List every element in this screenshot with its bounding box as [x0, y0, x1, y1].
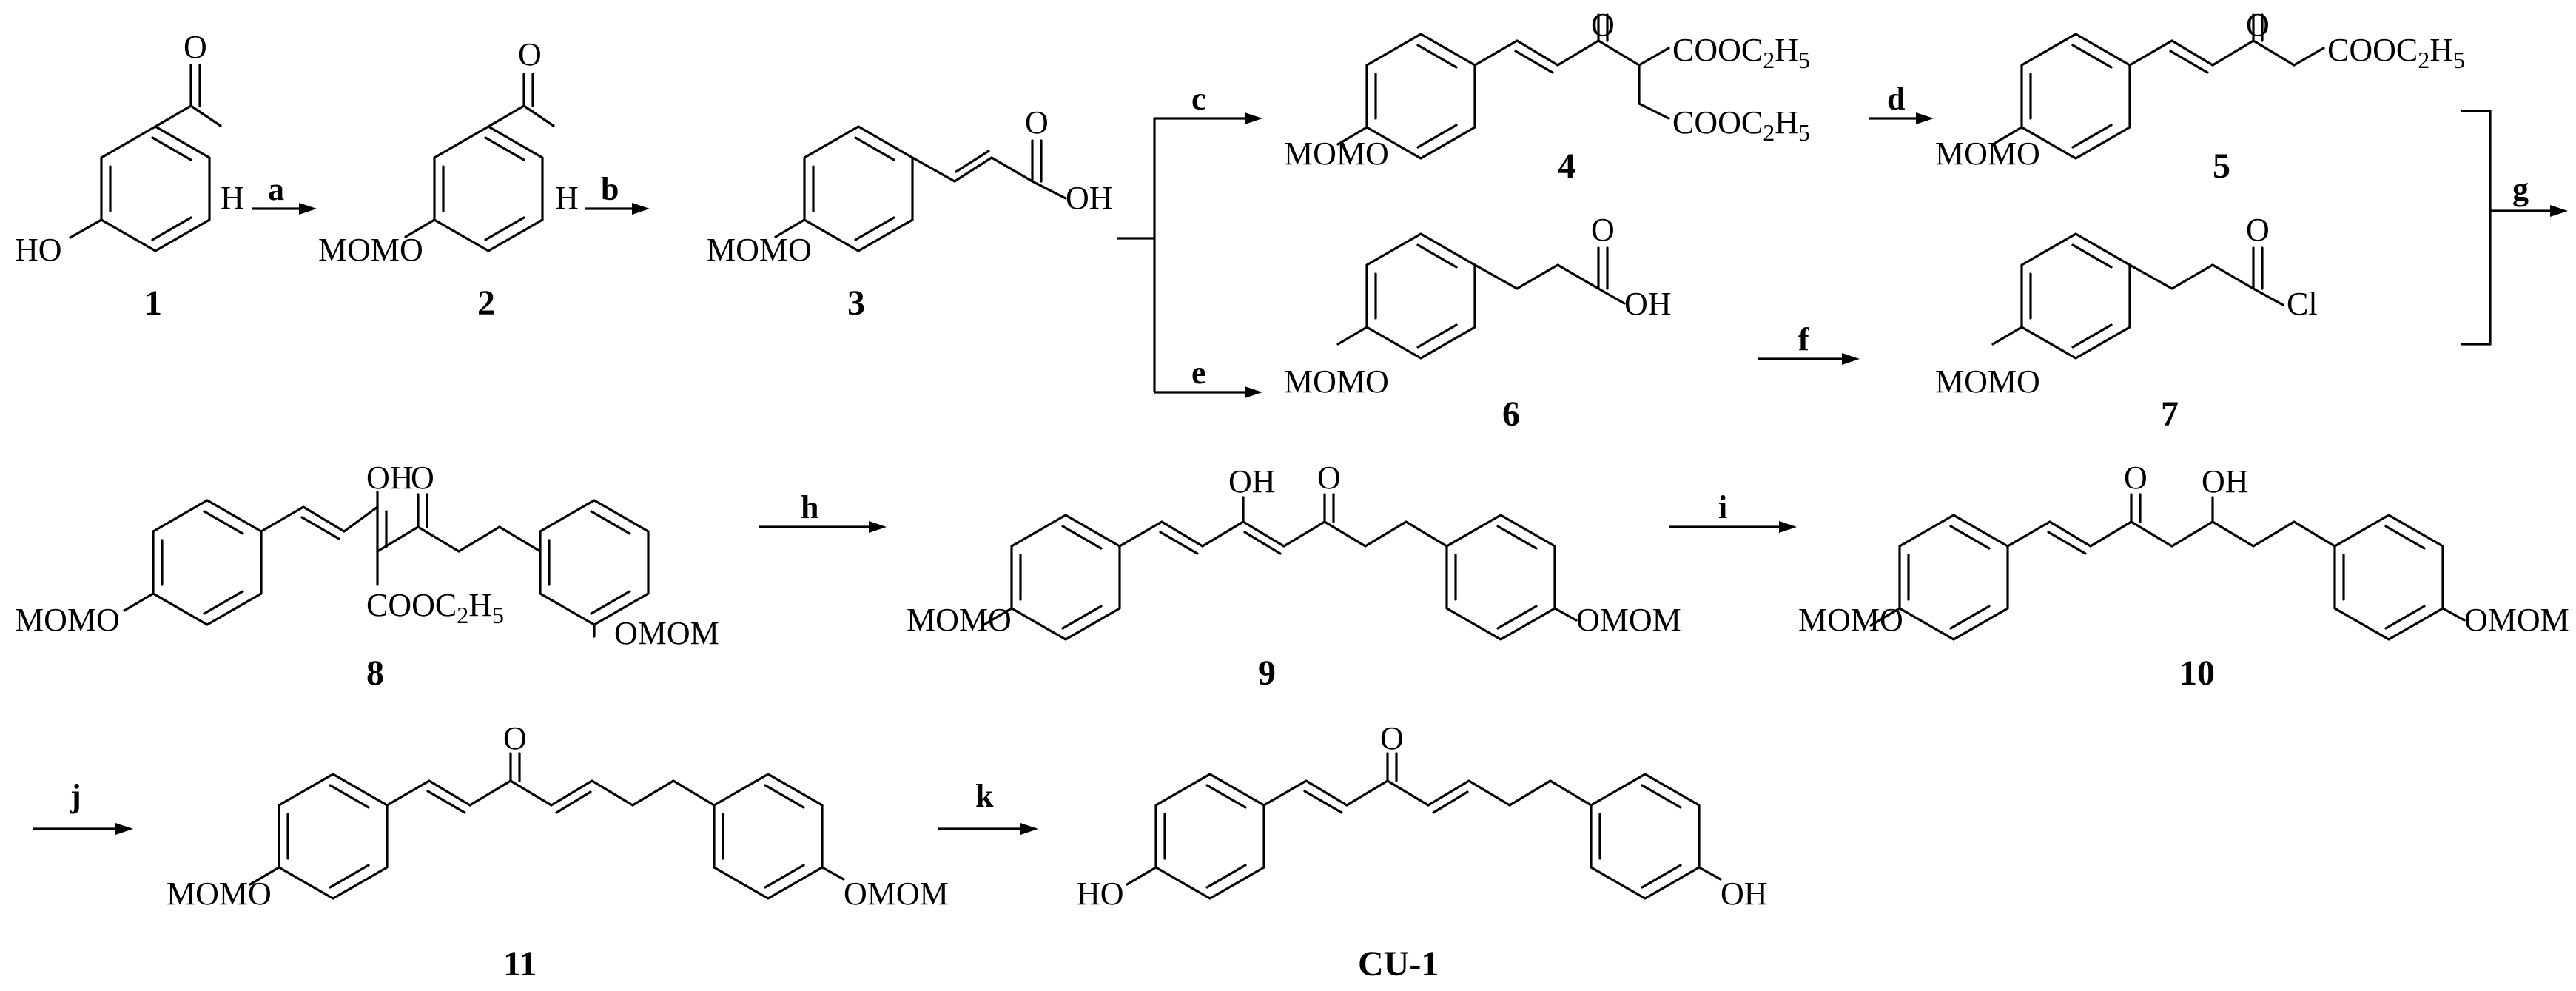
- compound-4: MOMO O COOC2H5 COOC2H5 4: [1284, 7, 1810, 186]
- ester-label: COOC2H5: [2327, 32, 2465, 73]
- compound-7: MOMO O Cl 7: [1935, 212, 2318, 434]
- reagent-label-c: c: [1191, 81, 1206, 117]
- compound-label: 9: [1258, 654, 1276, 693]
- hydroxyl-label: OH: [366, 460, 414, 496]
- step-i: i: [1669, 489, 1797, 533]
- reagent-label: k: [975, 778, 994, 814]
- oxygen-label: O: [1025, 104, 1049, 141]
- step-f: f: [1758, 321, 1860, 365]
- oxygen-label: O: [2246, 212, 2270, 248]
- mom-ether-label: MOMO: [1798, 602, 1903, 638]
- hydroxyl-label: OH: [1228, 463, 1276, 500]
- compound-label: 10: [2179, 654, 2215, 693]
- mom-ether-label: OMOM: [614, 615, 719, 651]
- oxygen-label: O: [1317, 460, 1341, 496]
- compound-label: 3: [847, 283, 865, 323]
- step-g: g: [2461, 110, 2568, 346]
- compound-10: MOMO O OH OMOM 10: [1798, 460, 2569, 693]
- compound-label: 4: [1558, 147, 1575, 186]
- branch-arrows: c e: [1117, 81, 1262, 398]
- oxygen-label: O: [184, 29, 207, 65]
- mom-ether-label: MOMO: [1284, 135, 1389, 172]
- chlorine-label: Cl: [2287, 286, 2318, 322]
- reagent-label: a: [268, 171, 284, 207]
- mom-ether-label: OMOM: [844, 876, 949, 912]
- compound-11: MOMO O OMOM 11: [167, 720, 949, 984]
- compound-label: 6: [1502, 394, 1520, 434]
- hydroxyl-label: OH: [1624, 286, 1672, 322]
- oxygen-label: O: [2124, 460, 2148, 496]
- step-b: b: [585, 171, 650, 215]
- step-j: j: [33, 778, 133, 835]
- mom-ether-label: OMOM: [1576, 602, 1681, 638]
- ester-label: COOC2H5: [1672, 32, 1810, 73]
- reagent-label: g: [2512, 171, 2529, 207]
- mom-ether-label: MOMO: [15, 602, 120, 638]
- ester-label: COOC2H5: [1672, 104, 1810, 146]
- mom-ether-label: OMOM: [2464, 602, 2569, 638]
- reagent-label: h: [801, 489, 818, 525]
- mom-ether-label: MOMO: [1935, 135, 2040, 172]
- reagent-label: b: [601, 171, 619, 207]
- mom-ether-label: MOMO: [167, 876, 272, 912]
- step-k: k: [938, 778, 1038, 835]
- compound-6: MOMO O OH 6: [1284, 212, 1672, 434]
- reagent-label: i: [1718, 489, 1727, 525]
- oxygen-label: O: [1380, 720, 1404, 756]
- oxygen-label: O: [1591, 212, 1615, 248]
- mom-ether-label: MOMO: [907, 602, 1012, 638]
- reagent-label: f: [1798, 321, 1810, 357]
- mom-ether-label: MOMO: [1935, 363, 2040, 400]
- oxygen-label: O: [503, 720, 527, 756]
- reagent-label-e: e: [1191, 355, 1206, 391]
- oxygen-label: O: [2246, 7, 2270, 43]
- hydroxyl-label: OH: [1721, 876, 1768, 912]
- ester-label: COOC2H5: [366, 587, 504, 628]
- reagent-label: d: [1887, 81, 1905, 117]
- compound-label: 1: [144, 283, 162, 323]
- hydroxyl-label: HO: [1077, 876, 1124, 912]
- compound-5: MOMO O COOC2H5 5: [1935, 7, 2465, 186]
- hydrogen-label: H: [555, 180, 579, 216]
- step-d: d: [1869, 81, 1934, 124]
- step-h: h: [759, 489, 887, 533]
- oxygen-label: O: [1591, 7, 1615, 43]
- oxygen-label: O: [411, 460, 434, 496]
- compound-label: 5: [2213, 147, 2230, 186]
- hydroxyl-label: OH: [1066, 180, 1113, 216]
- mom-ether-label: MOMO: [707, 232, 812, 268]
- compound-2: MOMO O H 2: [318, 36, 579, 323]
- compound-cu-1: HO O OH CU-1: [1077, 720, 1768, 984]
- reagent-label: j: [70, 778, 81, 814]
- compound-label: 8: [366, 654, 384, 693]
- compound-8: MOMO OH O OMOM COOC2H5 8: [15, 460, 719, 693]
- compound-label: 2: [477, 283, 495, 323]
- compound-9: MOMO OH O OMOM 9: [907, 460, 1681, 693]
- compound-1: HO O H 1: [15, 29, 244, 323]
- mom-ether-label: MOMO: [1284, 363, 1389, 400]
- mom-ether-label: MOMO: [318, 232, 423, 268]
- step-a: a: [252, 171, 317, 215]
- hydroxyl-label: OH: [2202, 463, 2249, 500]
- hydrogen-label: H: [221, 180, 244, 216]
- oxygen-label: O: [518, 36, 542, 73]
- compound-label: 11: [503, 944, 537, 984]
- compound-label: 7: [2161, 394, 2179, 434]
- hydroxyl-label: HO: [15, 232, 62, 268]
- compound-3: MOMO O OH 3: [707, 104, 1113, 323]
- compound-label: CU-1: [1358, 944, 1439, 984]
